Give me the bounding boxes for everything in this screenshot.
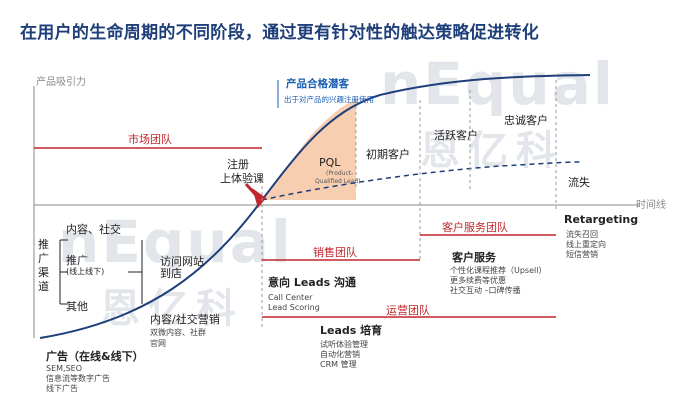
dashed-curve — [261, 161, 581, 201]
team-sales: 销售团队 — [313, 246, 357, 259]
stage-initial: 初期客户 — [366, 148, 410, 161]
stage-active: 活跃客户 — [434, 129, 478, 142]
nurture-sub-3: CRM 管理 — [320, 360, 357, 369]
pql-tag-title: 产品合格潜客 — [286, 78, 349, 90]
ads-sub-3: 线下广告 — [46, 384, 78, 393]
intent-sub-2: Lead Scoring — [268, 303, 320, 312]
promo: 推广 — [66, 254, 88, 267]
retargeting-sub-1: 流失召回 — [566, 230, 598, 239]
content-social: 内容、社交 — [66, 223, 121, 236]
team-customer-service: 客户服务团队 — [442, 221, 508, 234]
intent-leads: 意向 Leads 沟通 — [268, 276, 356, 289]
content-marketing-sub-2: 官网 — [150, 339, 166, 348]
stage-loyal: 忠诚客户 — [504, 114, 548, 127]
content-marketing: 内容/社交营销 — [150, 313, 220, 326]
service-sub-2: 更多续费等优惠 — [450, 276, 506, 285]
promo-sub: (线上线下) — [66, 267, 105, 276]
content-marketing-sub-1: 双微内容、社群 — [150, 328, 206, 337]
pql-sub-2: Qualified Lead) — [315, 178, 361, 185]
stage-churn: 流失 — [568, 176, 590, 189]
stage-register-1: 注册 — [227, 158, 249, 171]
ads: 广告（在线&线下） — [46, 350, 144, 363]
watermark-logo-cn-left: 恩亿科 — [100, 286, 244, 332]
service-sub-1: 个性化课程推荐（Upsell） — [450, 266, 547, 275]
pql-label: PQL — [319, 156, 341, 169]
visit-store-1: 访问网站 — [160, 255, 204, 268]
promo-channel-2: 广 — [38, 252, 49, 265]
other: 其他 — [66, 300, 88, 313]
nurture-leads: Leads 培育 — [320, 324, 383, 337]
team-operations: 运营团队 — [386, 304, 430, 317]
intent-sub-1: Call Center — [268, 293, 313, 302]
service-sub-3: 社交互动 –口碑传播 — [450, 286, 521, 295]
pql-sub-1: (Product- — [326, 170, 354, 177]
y-axis-label: 产品吸引力 — [36, 77, 86, 88]
main-curve — [39, 74, 591, 339]
promo-channel-1: 推 — [38, 238, 49, 251]
promo-channel-4: 道 — [38, 280, 49, 293]
stage-register-2: 上体验课 — [220, 172, 264, 185]
pql-area — [262, 100, 356, 200]
ads-sub-2: 信息流等数字广告 — [46, 374, 110, 383]
team-market: 市场团队 — [128, 133, 172, 146]
pql-tag-sub: 出于对产品的兴趣注册使用 — [284, 95, 374, 104]
nurture-sub-1: 试听体验管理 — [320, 340, 368, 349]
retargeting: Retargeting — [564, 213, 639, 226]
watermark-logo-left: nEqual — [58, 208, 293, 276]
nurture-sub-2: 自动化营销 — [320, 350, 360, 359]
ads-sub-1: SEM,SEO — [46, 364, 83, 373]
visit-store-2: 到店 — [160, 267, 182, 280]
page-title: 在用户的生命周期的不同阶段，通过更有针对性的触达策略促进转化 — [20, 23, 539, 43]
x-axis-label: 时间线 — [636, 200, 666, 211]
retargeting-sub-2: 线上重定向 — [566, 240, 606, 249]
promo-channel-3: 渠 — [38, 266, 49, 279]
retargeting-sub-3: 短信营销 — [566, 250, 598, 259]
watermark-logo: nEqual — [380, 50, 615, 118]
customer-service: 客户服务 — [452, 251, 496, 264]
